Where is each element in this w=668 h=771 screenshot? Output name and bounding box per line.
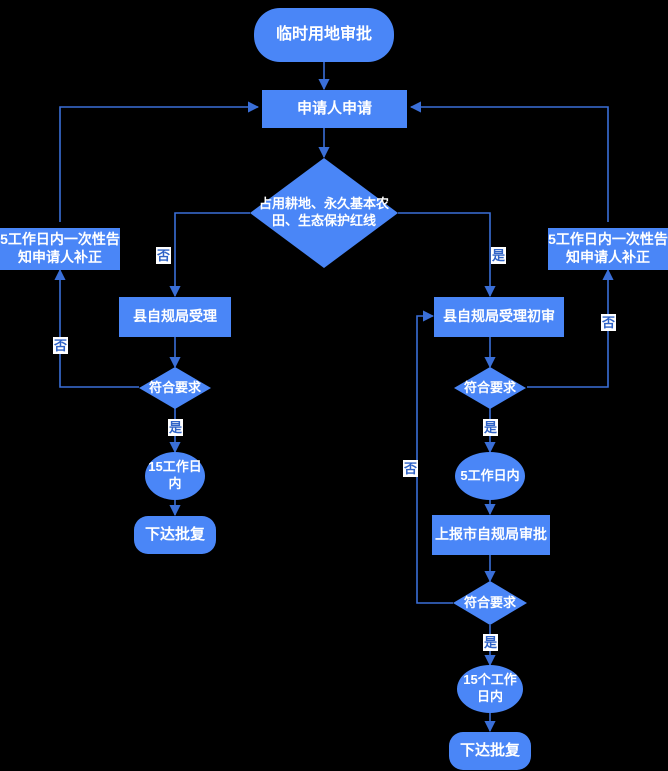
edge-label-yes-left-days15: 是 [168, 419, 184, 436]
node-decision-occupy-farmland-label: 占用耕地、永久基本农田、生态保护红线 [258, 196, 389, 228]
node-report-city-bureau-approval[interactable]: 上报市自规局审批 [432, 515, 550, 555]
edge-supplement-left-to-apply [59, 101, 260, 222]
node-start[interactable]: 临时用地审批 [254, 8, 394, 62]
edge-decision-yes-to-review [398, 212, 496, 298]
edge-label-yes-to-review: 是 [491, 247, 507, 264]
node-applicant-apply[interactable]: 申请人申请 [262, 90, 407, 128]
node-issue-reply-right-label: 下达批复 [459, 742, 520, 760]
node-county-bureau-accept-label: 县自规局受理 [133, 308, 217, 325]
node-issue-reply-left-label: 下达批复 [144, 526, 205, 544]
node-supplement-notice-left[interactable]: 5工作日内一次性告知申请人补正 [0, 228, 120, 270]
edge-decision-no-to-county [169, 212, 250, 298]
node-15-working-days-city-label: 15个工作日内 [463, 672, 517, 704]
node-15-working-days-left[interactable]: 15工作日内 [145, 452, 205, 500]
edge-supplement-right-to-apply [409, 101, 609, 222]
node-check-requirements-left-label: 符合要求 [148, 379, 201, 395]
node-county-bureau-accept-review[interactable]: 县自规局受理初审 [434, 297, 564, 337]
edge-check-city-no-loop [416, 310, 453, 604]
node-check-requirements-left[interactable]: 符合要求 [139, 367, 211, 409]
node-5-working-days-right-label: 5工作日内 [460, 467, 520, 483]
node-check-requirements-city-label: 符合要求 [463, 594, 516, 610]
node-decision-occupy-farmland[interactable]: 占用耕地、永久基本农田、生态保护红线 [250, 158, 398, 268]
node-check-requirements-right-label: 符合要求 [463, 379, 516, 395]
node-supplement-notice-left-label: 5工作日内一次性告知申请人补正 [0, 231, 120, 265]
edge-label-yes-city-days15: 是 [483, 634, 499, 651]
node-15-working-days-city[interactable]: 15个工作日内 [457, 665, 523, 713]
edge-label-yes-right-days5: 是 [483, 419, 499, 436]
edge-check-right-no-to-supplement [527, 268, 614, 388]
edge-label-no-to-county: 否 [156, 247, 172, 264]
edge-label-no-left-rail: 否 [53, 337, 69, 354]
edge-label-no-city-loop: 否 [403, 460, 419, 477]
node-supplement-notice-right[interactable]: 5工作日内一次性告知申请人补正 [548, 228, 668, 270]
node-county-bureau-accept-review-label: 县自规局受理初审 [443, 308, 555, 325]
node-check-requirements-right[interactable]: 符合要求 [454, 367, 526, 409]
edge-check-left-no-to-supplement [54, 268, 139, 388]
node-check-requirements-city[interactable]: 符合要求 [453, 581, 527, 625]
node-15-working-days-left-label: 15工作日内 [148, 459, 202, 491]
node-5-working-days-right[interactable]: 5工作日内 [455, 452, 525, 500]
node-issue-reply-right[interactable]: 下达批复 [449, 732, 531, 770]
node-county-bureau-accept[interactable]: 县自规局受理 [119, 297, 231, 337]
edge-label-no-right-rail: 否 [601, 314, 617, 331]
node-issue-reply-left[interactable]: 下达批复 [134, 516, 216, 554]
node-supplement-notice-right-label: 5工作日内一次性告知申请人补正 [548, 231, 668, 265]
node-start-label: 临时用地审批 [275, 25, 372, 43]
node-report-city-bureau-approval-label: 上报市自规局审批 [435, 526, 547, 543]
node-applicant-apply-label: 申请人申请 [296, 100, 372, 118]
